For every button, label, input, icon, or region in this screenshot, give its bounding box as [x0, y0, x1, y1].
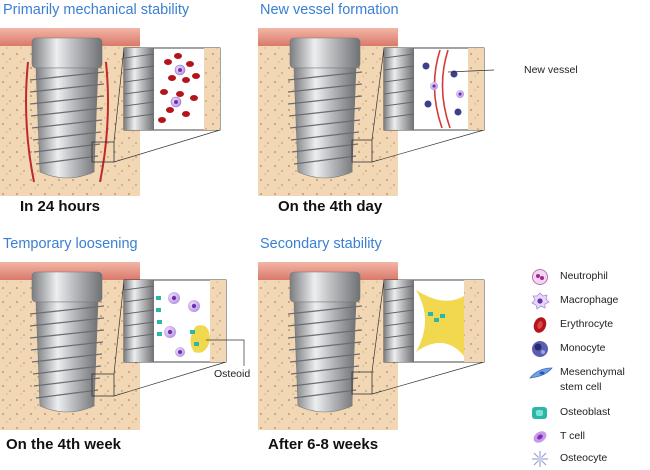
implant-screw [29, 271, 105, 413]
panel-time-label: On the 4th week [6, 436, 122, 453]
monocyte-icon [532, 341, 548, 357]
mesenchymal-stem-cell-icon [529, 367, 553, 379]
implant-illustration [258, 28, 495, 196]
t-cell-icon [533, 431, 547, 443]
osteocyte-icon [532, 451, 548, 467]
panel-title: Primarily mechanical stability [3, 2, 190, 18]
panel-mechanical-stability: Primarily mechanical stability [0, 0, 250, 230]
panel-vessel-formation: New vessel formation [258, 0, 578, 230]
erythrocyte-icon [533, 317, 547, 333]
panel-time-label: In 24 hours [20, 198, 101, 215]
neutrophil-icon [532, 269, 548, 285]
implant-illustration [258, 262, 485, 430]
panel-title: New vessel formation [260, 2, 399, 18]
implant-illustration [0, 262, 245, 430]
implant-screw [287, 271, 363, 413]
annotation-osteoid: Osteoid [214, 368, 251, 380]
panel-title: Temporary loosening [3, 236, 138, 252]
panel-title: Secondary stability [260, 236, 382, 252]
implant-screw [287, 37, 363, 179]
osteoblast-icon [532, 407, 547, 419]
zoom-inset [123, 47, 221, 131]
panel-secondary-stability: Secondary stability After 6-8 week [258, 234, 518, 465]
macrophage-icon [531, 292, 550, 310]
implant-screw [29, 37, 105, 179]
zoom-inset [123, 279, 227, 363]
panel-temporary-loosening: Temporary loosening [0, 234, 258, 465]
implant-illustration [0, 28, 221, 196]
panel-time-label: On the 4th day [278, 198, 383, 215]
panel-time-label: After 6-8 weeks [268, 436, 379, 453]
annotation-new-vessel: New vessel [524, 64, 578, 76]
zoom-inset [383, 47, 485, 131]
zoom-inset [383, 279, 485, 363]
